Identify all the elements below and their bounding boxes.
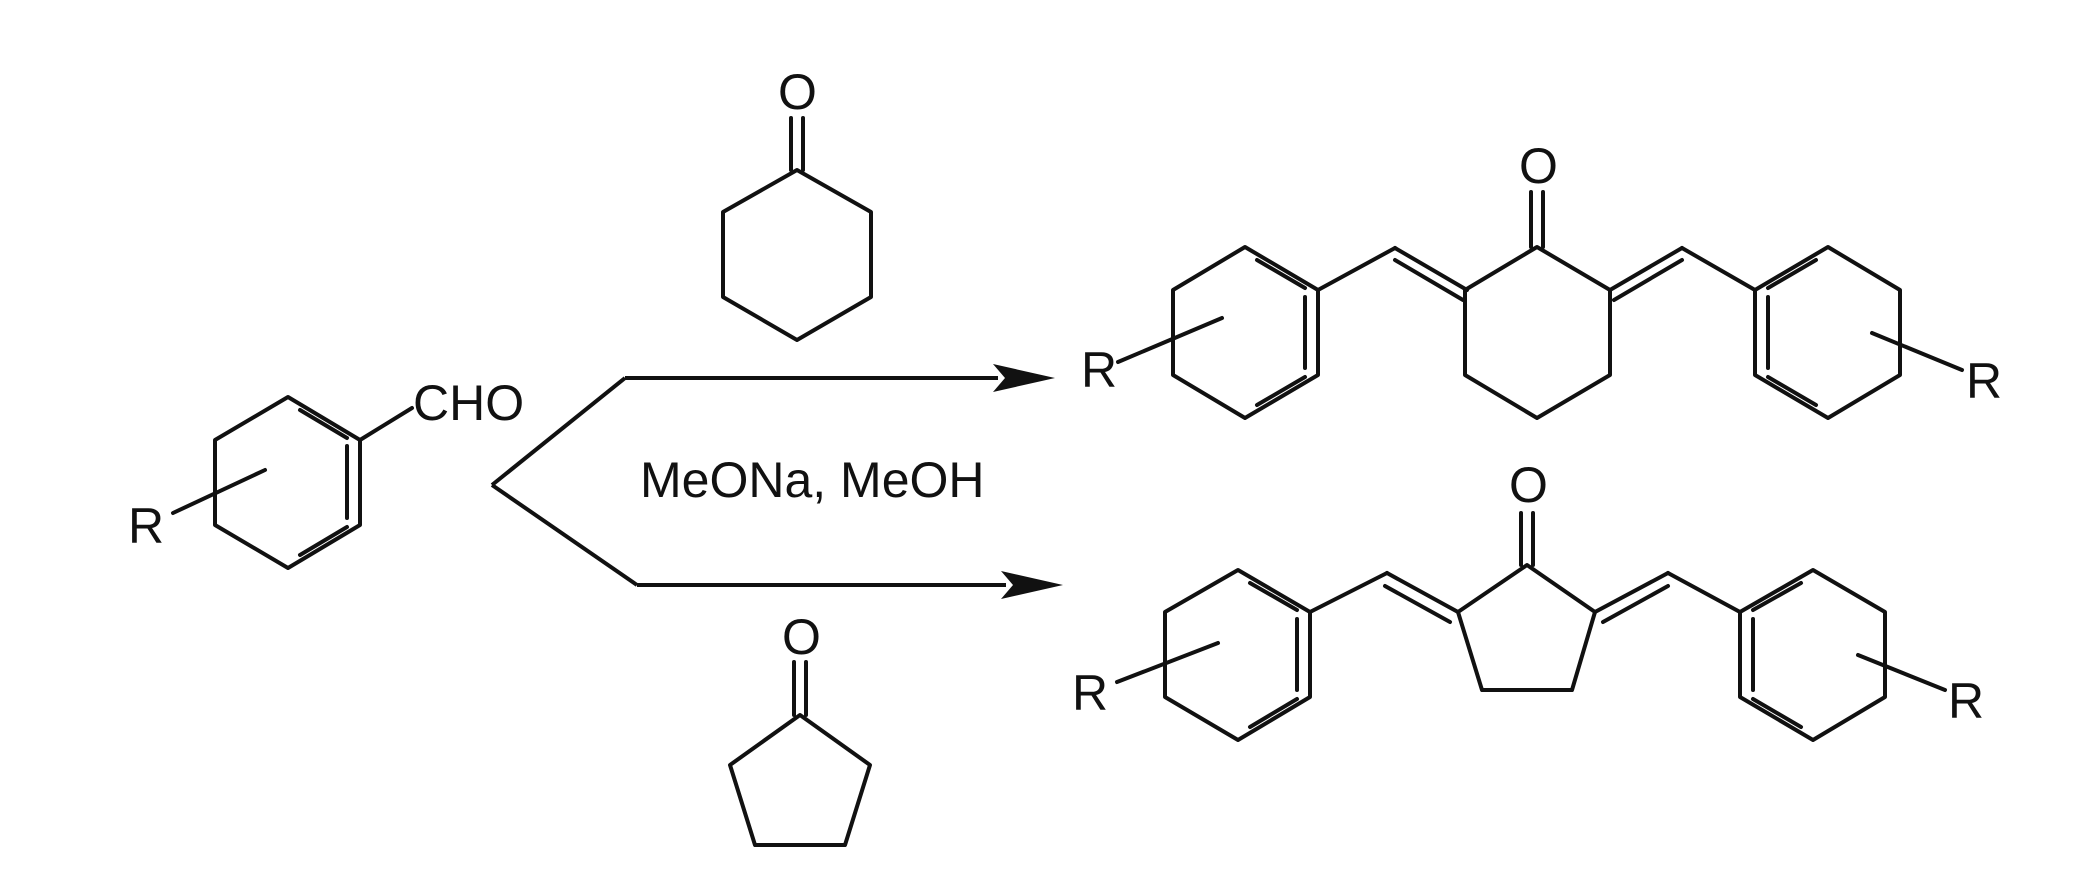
product-top-oxygen: O (1519, 138, 1558, 194)
right-r-bond (1870, 331, 1964, 372)
right-benzene-ring-bottom (1738, 568, 1887, 742)
right-r-bond-bottom (1856, 653, 1947, 692)
right-r-label: R (1966, 353, 2002, 409)
aldehyde-label: CHO (413, 375, 524, 431)
product-cyclohexanone: R O R (1081, 138, 2002, 420)
product-cyclopentanone: R O R (1072, 457, 1984, 742)
reaction-arrows (490, 364, 1063, 599)
cyclohexanone-reagent: O (721, 64, 873, 342)
left-r-label-bottom: R (1072, 665, 1108, 721)
cyclopentanone-oxygen: O (782, 609, 821, 665)
aldehyde-bond (358, 406, 414, 442)
benzaldehyde-reactant: CHO R (128, 375, 524, 570)
right-benzene-ring (1753, 245, 1902, 420)
left-r-bond (1116, 316, 1224, 364)
cyclopentanone-core: O (1456, 457, 1597, 692)
arrowhead-bottom (1001, 571, 1063, 599)
product-bottom-oxygen: O (1509, 457, 1548, 513)
right-r-label-bottom: R (1948, 673, 1984, 729)
substituent-bond (171, 468, 267, 515)
cyclohexanone-core: O (1463, 138, 1612, 420)
left-r-label: R (1081, 342, 1117, 398)
reaction-conditions: MeONa, MeOH (640, 452, 985, 508)
left-benzene-ring (1171, 245, 1320, 420)
cyclohexanone-oxygen: O (778, 64, 817, 120)
left-r-bond-bottom (1115, 641, 1220, 684)
arrowhead-top (993, 364, 1055, 392)
cyclopentanone-reagent: O (728, 609, 872, 847)
substituent-r-label: R (128, 498, 164, 554)
